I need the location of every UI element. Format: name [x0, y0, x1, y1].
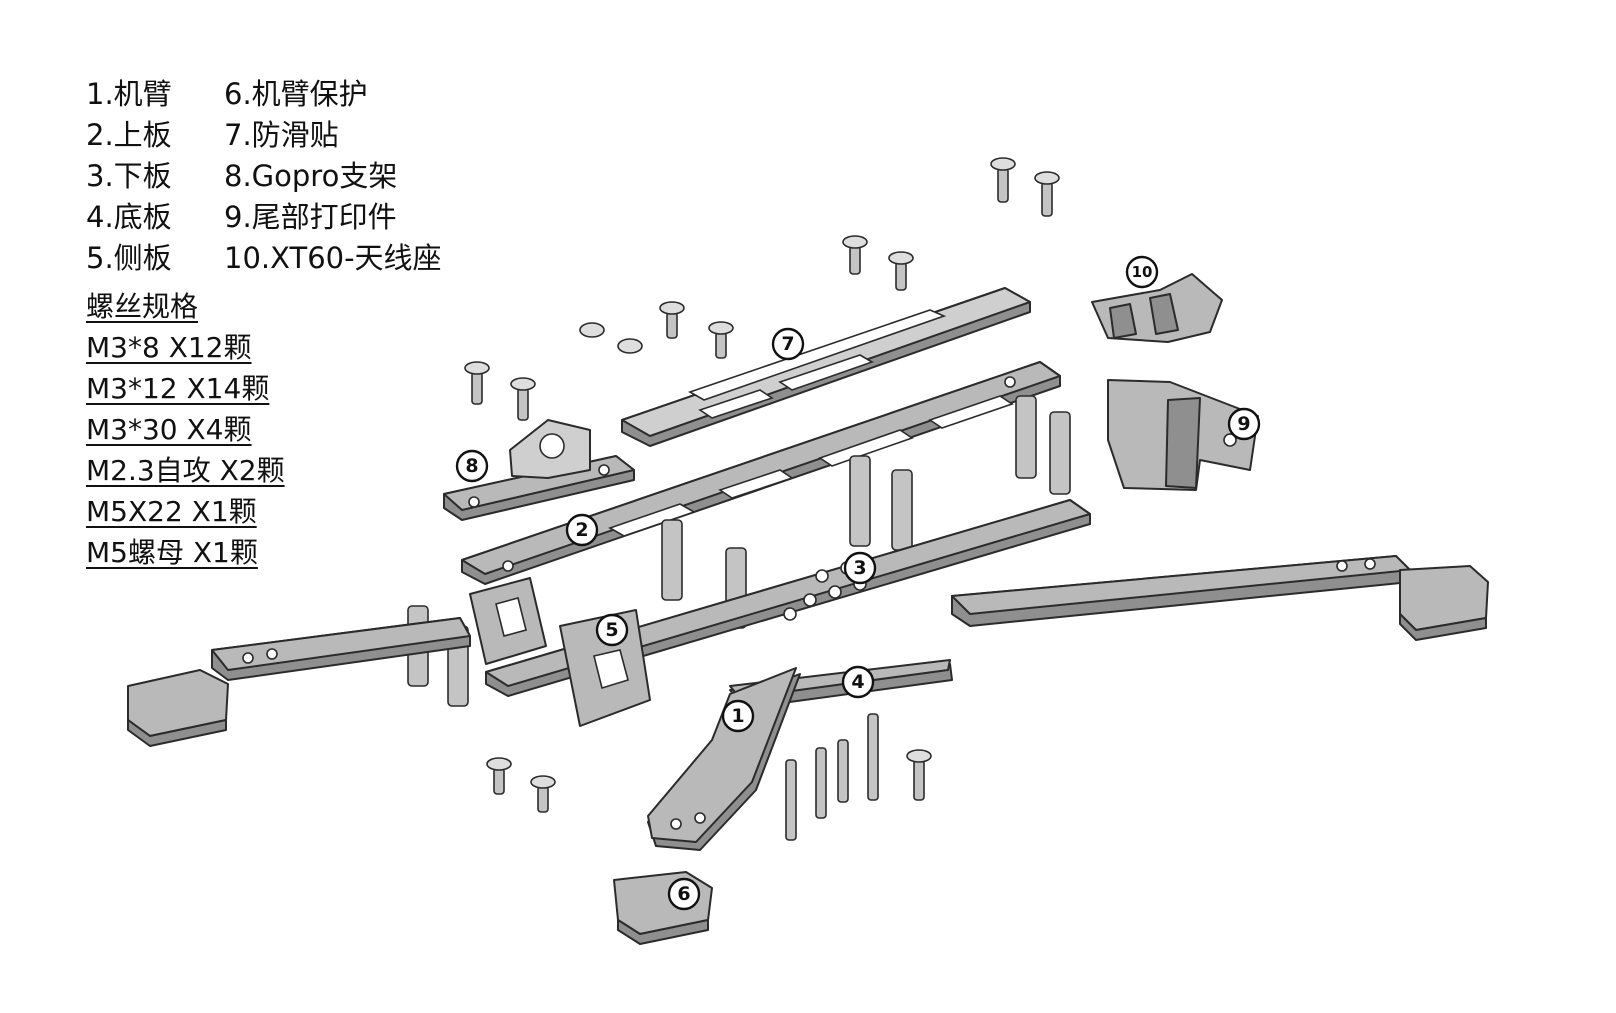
svg-text:9: 9 [1237, 413, 1250, 435]
svg-text:1: 1 [731, 705, 744, 727]
callout-10: 10 [1125, 255, 1159, 289]
callout-1: 1 [721, 699, 755, 733]
legend-item-xt60-antenna-mount: 10.XT60-天线座 [224, 241, 442, 275]
callout-7: 7 [771, 327, 805, 361]
top-plate [461, 361, 1061, 585]
svg-text:4: 4 [851, 671, 864, 693]
callout-9: 9 [1227, 407, 1261, 441]
callout-4: 4 [841, 665, 875, 699]
screw-spec-list: 螺丝规格 M3*8 X12颗 M3*12 X14颗 M3*30 X4颗 M2.3… [86, 286, 285, 573]
legend-item-anti-slip-pad: 7.防滑贴 [224, 118, 339, 152]
svg-text:10: 10 [1132, 263, 1153, 281]
parts-legend-left: 1.机臂 2.上板 3.下板 4.底板 5.侧板 [86, 74, 172, 279]
screw-spec-item: M3*30 X4颗 [86, 413, 252, 446]
callout-5: 5 [595, 613, 629, 647]
svg-text:3: 3 [853, 557, 866, 579]
arms [211, 555, 1411, 851]
legend-item-gopro-mount: 8.Gopro支架 [224, 159, 398, 193]
gopro-mount [443, 419, 635, 521]
legend-item-lower-plate: 3.下板 [86, 159, 172, 193]
legend-item-bottom-plate: 4.底板 [86, 200, 172, 234]
screw-spec-item: M2.3自攻 X2颗 [86, 454, 285, 487]
svg-text:2: 2 [575, 519, 588, 541]
anti-slip-pad [621, 287, 1031, 447]
callout-8: 8 [455, 449, 489, 483]
screw-spec-item: M5X22 X1颗 [86, 495, 257, 528]
legend-item-arm-guard: 6.机臂保护 [224, 77, 368, 111]
callout-2: 2 [565, 513, 599, 547]
screw-spec-item: M5螺母 X1颗 [86, 536, 258, 569]
svg-text:7: 7 [781, 333, 794, 355]
legend-item-side-plate: 5.侧板 [86, 241, 172, 275]
arm-guards [127, 565, 1489, 945]
svg-text:8: 8 [465, 455, 478, 477]
svg-text:6: 6 [677, 883, 690, 905]
xt60-antenna-mount [1091, 273, 1223, 343]
callout-3: 3 [843, 551, 877, 585]
screw-spec-item: M3*8 X12颗 [86, 331, 252, 364]
rear-print [1107, 379, 1259, 491]
svg-text:5: 5 [605, 619, 618, 641]
screw-spec-item: M3*12 X14颗 [86, 372, 270, 405]
legend-item-top-plate: 2.上板 [86, 118, 172, 152]
side-plates [469, 577, 651, 727]
callout-6: 6 [667, 877, 701, 911]
screw-spec-title: 螺丝规格 [86, 290, 199, 323]
screws [464, 157, 1060, 841]
legend-item-arm: 1.机臂 [86, 77, 172, 111]
parts-legend-right: 6.机臂保护 7.防滑贴 8.Gopro支架 9.尾部打印件 10.XT60-天… [224, 74, 442, 279]
legend-item-rear-print: 9.尾部打印件 [224, 200, 397, 234]
